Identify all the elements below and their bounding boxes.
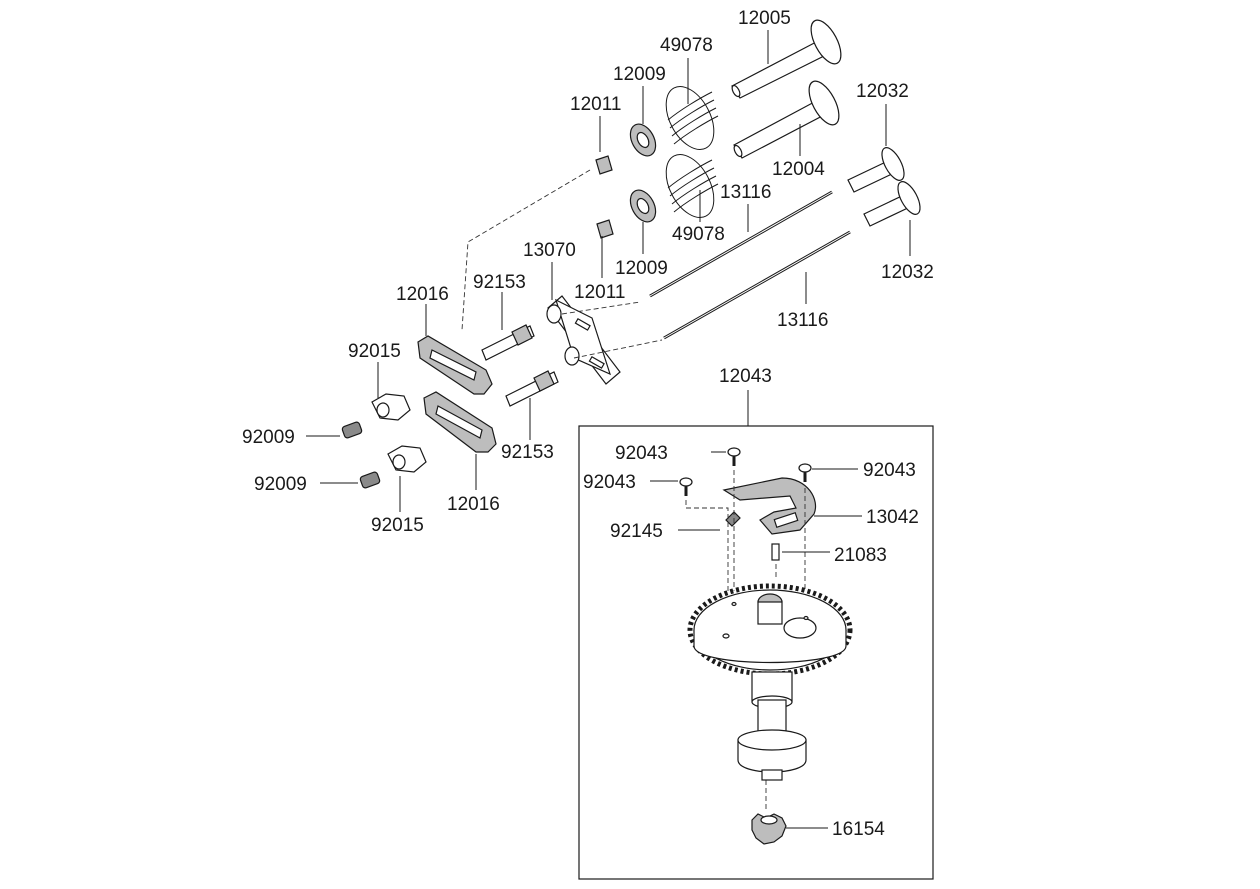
assembly-line-upper bbox=[461, 169, 591, 331]
guide-plate-13070 bbox=[546, 295, 621, 385]
label-92153-upper: 92153 bbox=[473, 272, 526, 293]
label-12009-lower: 12009 bbox=[615, 258, 668, 279]
camshaft-group-box bbox=[578, 425, 934, 880]
nut-92015-upper bbox=[371, 393, 411, 421]
label-92015-upper: 92015 bbox=[348, 341, 401, 362]
screw-92009-lower bbox=[359, 471, 381, 489]
stud-92153-lower bbox=[505, 370, 559, 407]
push-rod-13116-upper bbox=[649, 190, 833, 298]
label-13070: 13070 bbox=[523, 240, 576, 261]
collet-12011-lower bbox=[596, 219, 614, 239]
label-12043: 12043 bbox=[719, 366, 772, 387]
label-12016-lower: 12016 bbox=[447, 494, 500, 515]
stud-92153-upper bbox=[481, 324, 535, 361]
label-92015-lower: 92015 bbox=[371, 515, 424, 536]
bolt-92043-left bbox=[679, 477, 693, 496]
valve-spring-49078-upper bbox=[665, 86, 719, 150]
valve-12005 bbox=[731, 19, 842, 99]
tappet-12032-upper bbox=[847, 147, 905, 193]
label-49078-upper: 49078 bbox=[660, 35, 713, 56]
tappet-12032-lower bbox=[863, 181, 921, 227]
label-12004: 12004 bbox=[772, 159, 825, 180]
valve-spring-49078-lower bbox=[665, 154, 719, 218]
label-92145: 92145 bbox=[610, 521, 663, 542]
guide-line-3 bbox=[685, 500, 729, 640]
label-92153-lower: 92153 bbox=[501, 442, 554, 463]
assembly-line-lower bbox=[573, 339, 663, 359]
label-13042: 13042 bbox=[866, 507, 919, 528]
label-12032-upper: 12032 bbox=[856, 81, 909, 102]
cam-gear-12043 bbox=[687, 583, 853, 781]
assembly-line-mid bbox=[561, 301, 641, 315]
label-21083: 21083 bbox=[834, 545, 887, 566]
gear-16154 bbox=[751, 813, 787, 845]
push-rod-13116-lower bbox=[663, 230, 851, 340]
rocker-12016-upper bbox=[417, 335, 493, 395]
screw-92009-upper bbox=[341, 421, 363, 439]
valve-12004 bbox=[733, 80, 840, 159]
spring-92145 bbox=[725, 511, 741, 527]
retainer-12009-lower bbox=[629, 189, 657, 223]
label-12011-lower: 12011 bbox=[574, 282, 625, 303]
label-16154: 16154 bbox=[832, 819, 885, 840]
nut-92015-lower bbox=[387, 445, 427, 473]
label-13116-lower: 13116 bbox=[777, 310, 828, 331]
label-12016-upper: 12016 bbox=[396, 284, 449, 305]
label-12032-lower: 12032 bbox=[881, 262, 934, 283]
label-92043-top: 92043 bbox=[615, 443, 668, 464]
leader-lines bbox=[306, 30, 911, 829]
label-92043-right: 92043 bbox=[863, 460, 916, 481]
collet-12011-upper bbox=[595, 155, 613, 175]
label-92009-lower: 92009 bbox=[254, 474, 307, 495]
label-13116-upper: 13116 bbox=[720, 182, 771, 203]
label-49078-lower: 49078 bbox=[672, 224, 725, 245]
bolt-92043-right bbox=[798, 463, 812, 482]
label-12009-upper: 12009 bbox=[613, 64, 666, 85]
label-12011-upper: 12011 bbox=[570, 94, 621, 115]
label-12005: 12005 bbox=[738, 8, 791, 29]
weight-plate-13042 bbox=[722, 477, 816, 535]
retainer-12009-upper bbox=[629, 123, 657, 157]
label-92009-upper: 92009 bbox=[242, 427, 295, 448]
rocker-12016-lower bbox=[423, 391, 497, 453]
pin-21083 bbox=[771, 543, 780, 561]
label-92043-left: 92043 bbox=[583, 472, 636, 493]
bolt-92043-top bbox=[727, 447, 741, 466]
